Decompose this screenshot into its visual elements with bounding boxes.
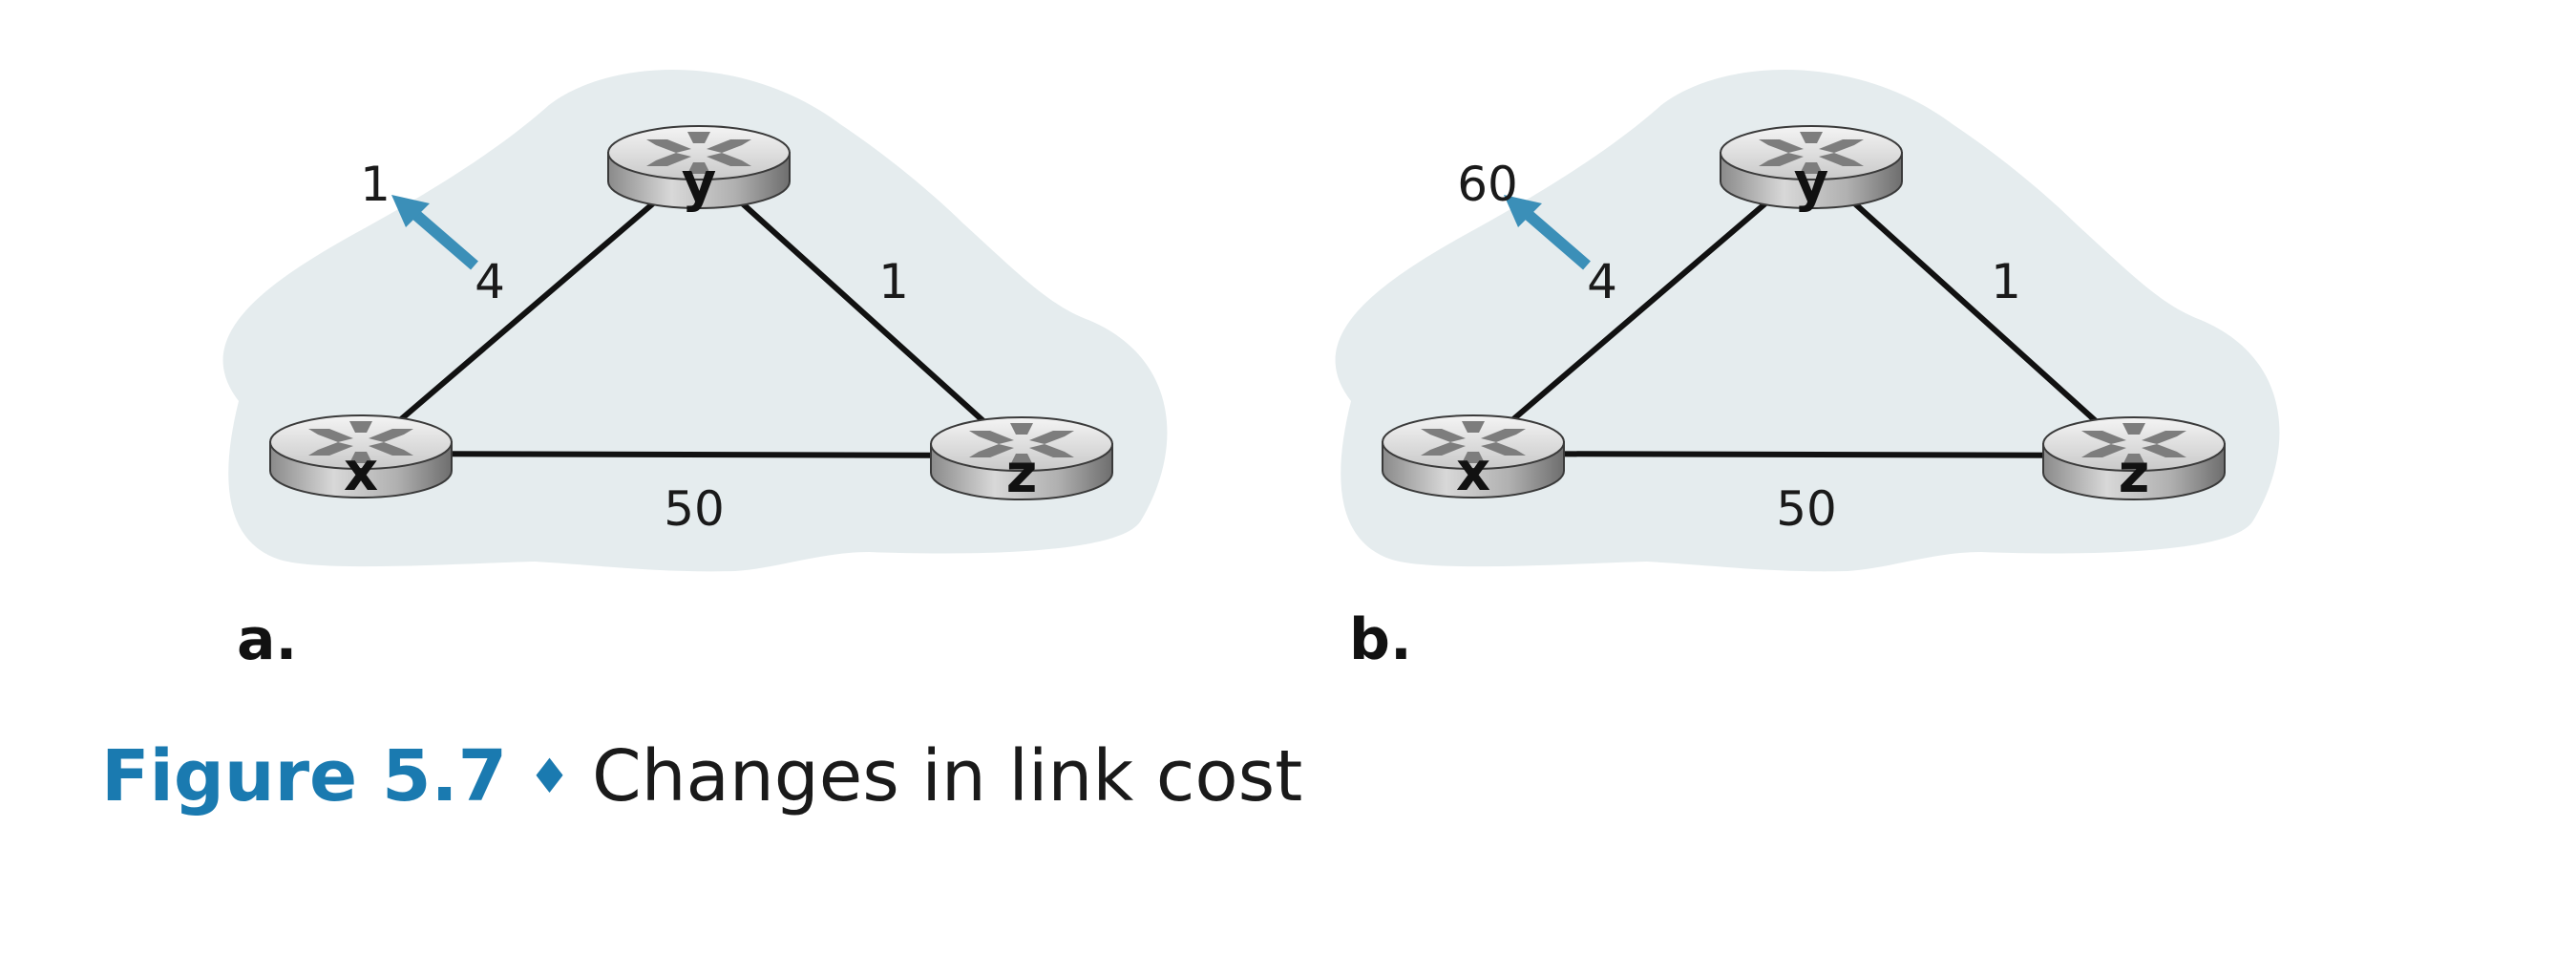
link-y-z [1808, 161, 2137, 458]
caption-separator: ♦ [528, 749, 571, 804]
cost-label-y-z: 1 [1991, 254, 2021, 309]
cost-change-arrow [407, 205, 478, 270]
router-x: x [269, 414, 453, 503]
panel-b: 60 4 1 50 x y z b. [1335, 69, 2280, 673]
router-x-label: x [1456, 441, 1490, 503]
panel-a: 1 4 1 50 x y z a. [222, 69, 1168, 673]
router-x-label: x [344, 441, 378, 503]
cost-label-x-y: 4 [1587, 254, 1617, 309]
figure-number: Figure 5.7 [101, 735, 508, 817]
cost-change-arrow [1519, 205, 1591, 270]
router-y: y [607, 125, 791, 214]
cost-label-x-z: 50 [664, 481, 725, 537]
router-z-label: z [2119, 443, 2150, 505]
cost-label-y-z: 1 [878, 254, 909, 309]
link-x-z [360, 451, 1023, 458]
caption-text: Changes in link cost [591, 735, 1303, 817]
figure-caption: Figure 5.7 ♦ Changes in link cost [101, 735, 1302, 817]
router-y-label: y [1794, 152, 1829, 214]
panel-a-letter: a. [237, 606, 297, 673]
link-x-z [1472, 451, 2135, 458]
changed-cost-label: 1 [360, 157, 391, 212]
cost-label-x-z: 50 [1776, 481, 1837, 537]
cost-change-arrowhead [1504, 195, 1542, 227]
cost-change-arrowhead [391, 195, 430, 227]
cost-label-x-y: 4 [475, 254, 505, 309]
router-z-label: z [1006, 443, 1038, 505]
router-x: x [1382, 414, 1565, 503]
router-z: z [930, 416, 1113, 505]
panel-b-letter: b. [1349, 606, 1412, 673]
router-y: y [1720, 125, 1903, 214]
link-x-y [359, 161, 701, 456]
link-x-y [1471, 161, 1813, 456]
changed-cost-label: 60 [1457, 157, 1518, 212]
link-y-z [696, 161, 1024, 458]
router-y-label: y [682, 152, 717, 214]
router-z: z [2042, 416, 2226, 505]
